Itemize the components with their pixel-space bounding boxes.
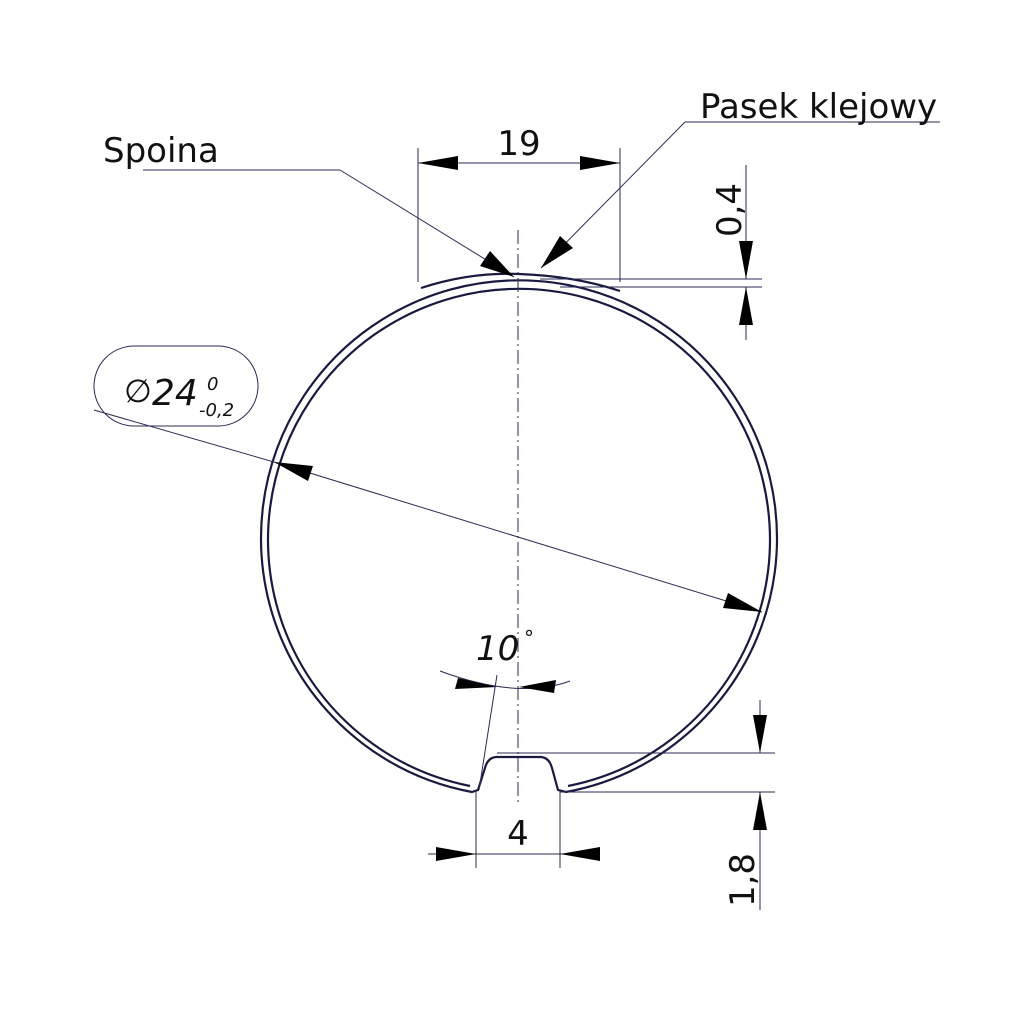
dim-04-arrow-top xyxy=(739,241,753,279)
diameter-leader-ext xyxy=(93,409,275,463)
diameter-value: 24 xyxy=(152,373,198,414)
angle-arrow-left xyxy=(455,678,497,689)
dim-18-arrow-top xyxy=(753,715,767,753)
diameter-dim-line xyxy=(273,461,763,613)
angle-value: 10 xyxy=(476,629,519,669)
strip-leader-arrow xyxy=(541,236,573,268)
dim-4-arrow-left xyxy=(436,847,476,861)
angle-unit: ° xyxy=(524,626,534,650)
dim-4-arrow-right xyxy=(560,847,600,861)
dim-19-arrow-right xyxy=(580,156,620,170)
weld-leader-arrow xyxy=(480,251,514,277)
dim-19-label: 19 xyxy=(497,124,540,164)
diameter-callout-frame xyxy=(93,345,259,427)
dim-18-arrow-bottom xyxy=(753,792,767,830)
diameter-lower-tol: -0,2 xyxy=(199,400,234,421)
dim-18-label: 1,8 xyxy=(723,853,763,907)
weld-label: Spoina xyxy=(103,131,219,171)
strip-label: Pasek klejowy xyxy=(700,87,937,127)
adhesive-strip xyxy=(420,272,621,293)
dim-19-arrow-left xyxy=(418,156,458,170)
tube-inner-wall xyxy=(266,287,772,788)
angle-arc xyxy=(439,670,571,689)
diameter-arrow-right xyxy=(723,593,762,612)
angle-arrow-right xyxy=(519,680,556,693)
diameter-arrow-left xyxy=(274,462,313,481)
tube-outer-wall xyxy=(259,279,779,794)
dim-4-label: 4 xyxy=(507,814,529,854)
dim-04-label: 0,4 xyxy=(710,183,750,237)
diameter-symbol: ∅ xyxy=(124,372,152,410)
angle-ext-line xyxy=(478,674,498,791)
dim-04-arrow-bottom xyxy=(739,287,753,325)
diameter-upper-tol: 0 xyxy=(207,374,218,395)
